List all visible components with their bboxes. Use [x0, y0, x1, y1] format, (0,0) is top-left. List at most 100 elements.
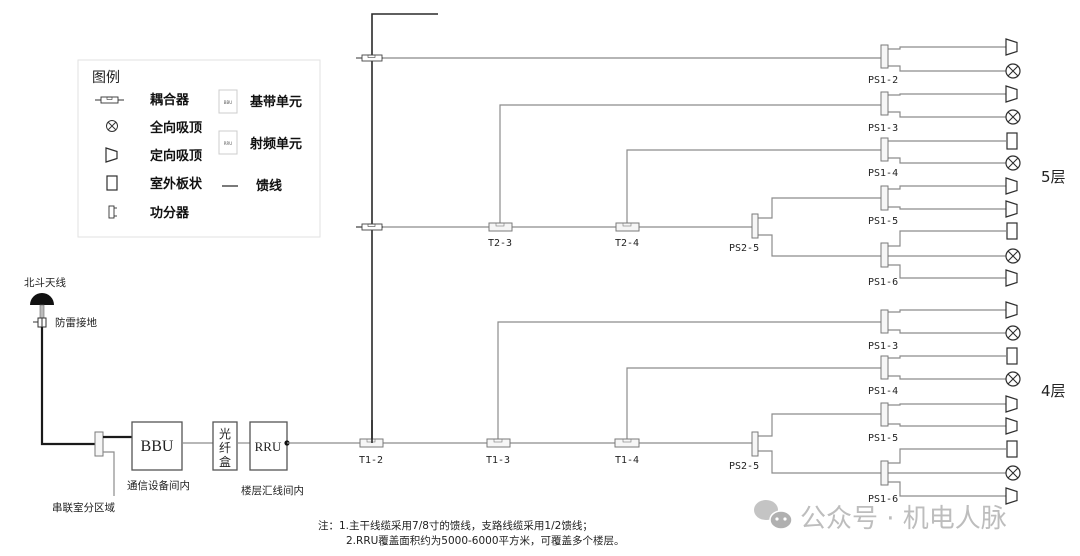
coupler-T2-3: [488, 222, 513, 232]
legend-label-panel: 室外板状: [150, 176, 203, 192]
bbu-location-label: 通信设备间内: [127, 479, 190, 492]
lightning-protection-icon: [33, 317, 47, 328]
splitter-4f-PS1-6: [880, 460, 889, 486]
coupler-label-T1-4: T1-4: [615, 455, 639, 466]
directional-antenna-icon: [1005, 301, 1018, 319]
legend-label-feeder: 馈线: [256, 178, 282, 194]
grounding-label: 防雷接地: [55, 316, 97, 329]
splitter-5f-PS1-5: [880, 185, 889, 211]
outdoor-panel-antenna-icon: [1006, 347, 1018, 365]
splitter-5f-PS1-2: [880, 44, 889, 69]
floor-label-4: 4层: [1041, 382, 1066, 400]
fiber-box-char-3: 盒: [219, 454, 231, 469]
splitter-label-4f-PS1-3: PS1-3: [868, 341, 898, 352]
beidou-antenna-label: 北斗天线: [24, 276, 66, 289]
legend-label-directional: 定向吸顶: [149, 148, 202, 164]
splitter-label-5f-PS2-5: PS2-5: [729, 243, 759, 254]
legend-label-omni: 全向吸顶: [149, 120, 202, 136]
svg-text:RRU: RRU: [224, 141, 233, 146]
legend: 图例 耦合器 全向吸顶 定向吸顶 室外板状 功分器: [77, 59, 321, 238]
directional-antenna-icon: [1005, 487, 1018, 505]
coupler-T1-4: [614, 438, 640, 448]
power-splitter-icon: [108, 205, 117, 219]
omni-antenna-icon: [1005, 325, 1021, 341]
legend-label-bbu: 基带单元: [249, 94, 302, 110]
directional-antenna-icon: [1005, 85, 1018, 103]
outdoor-panel-antenna-icon: [106, 175, 118, 191]
floor-4-splitters: [888, 309, 1006, 497]
floor-5-splitters: [888, 46, 1006, 279]
outdoor-panel-antenna-icon: [1006, 132, 1018, 150]
beidou-antenna-icon: [30, 293, 54, 305]
directional-antenna-icon: [1005, 269, 1018, 287]
omni-antenna-icon: [1005, 465, 1021, 481]
note-line-1: 注：1.主干线缆采用7/8寸的馈线，支路线缆采用1/2馈线；: [318, 519, 593, 532]
legend-box: [77, 59, 321, 238]
outdoor-panel-antenna-icon: [1006, 222, 1018, 240]
trunk-coupler-5f-top: [356, 54, 881, 62]
beidou-antenna-section: 北斗天线 防雷接地: [24, 276, 97, 446]
splitter-label-4f-PS2-5: PS2-5: [729, 461, 759, 472]
serial-area-label: 串联室分区域: [52, 501, 115, 514]
directional-antenna-icon: [1005, 200, 1018, 218]
legend-label-splitter: 功分器: [150, 205, 190, 221]
splitter-5f-PS1-3: [880, 91, 889, 116]
omni-ceiling-antenna-icon: [106, 120, 118, 132]
splitter-label-5f-PS1-5: PS1-5: [868, 216, 898, 227]
omni-antenna-icon: [1005, 248, 1021, 264]
serial-splitter: [94, 431, 132, 496]
svg-text:BBU: BBU: [224, 100, 232, 105]
fiber-box-char-1: 光: [219, 427, 231, 441]
directional-antenna-icon: [1005, 395, 1018, 413]
vertical-trunk: [371, 13, 438, 443]
watermark-text: 公众号 · 机电人脉: [800, 504, 1007, 534]
rru-label: RRU: [255, 439, 282, 454]
coupler-T1-3: [486, 438, 511, 448]
coupler-label-T1-2: T1-2: [359, 455, 383, 466]
bbu-label: BBU: [141, 438, 174, 455]
splitter-label-4f-PS1-6: PS1-6: [868, 494, 898, 505]
rru-icon: RRU: [218, 130, 238, 155]
splitter-label-4f-PS1-5: PS1-5: [868, 433, 898, 444]
splitter-label-5f-PS1-3: PS1-3: [868, 123, 898, 134]
floor-5-main-line: [356, 104, 881, 232]
legend-label-coupler: 耦合器: [150, 92, 190, 108]
coupler-icon: [95, 96, 124, 104]
coupler-label-T2-3: T2-3: [488, 238, 512, 249]
omni-antenna-icon: [1005, 109, 1021, 125]
omni-antenna-icon: [1005, 371, 1021, 387]
splitter-5f-PS2-5: [751, 197, 881, 257]
outdoor-panel-antenna-icon: [1006, 440, 1018, 458]
splitter-label-5f-PS1-2: PS1-2: [868, 75, 898, 86]
rru-location-label: 楼层汇线间内: [241, 484, 304, 497]
directional-antenna-icon: [1005, 38, 1018, 56]
splitter-label-5f-PS1-4: PS1-4: [868, 168, 898, 179]
splitter-4f-PS1-4: [880, 355, 889, 380]
wechat-icon: [754, 500, 793, 530]
splitter-4f-PS2-5: [751, 413, 881, 474]
splitter-label-5f-PS1-6: PS1-6: [868, 277, 898, 288]
fiber-box: [212, 421, 238, 471]
note-line-2: 2.RRU覆盖面积约为5000-6000平方米，可覆盖多个楼层。: [346, 534, 625, 547]
coupler-label-T2-4: T2-4: [615, 238, 639, 249]
legend-label-rru: 射频单元: [249, 136, 302, 152]
legend-title: 图例: [92, 70, 120, 86]
directional-antenna-icon: [1005, 177, 1018, 195]
beidou-feeder-line: [40, 327, 96, 446]
bbu-icon: BBU: [218, 89, 238, 114]
splitter-5f-PS1-4: [880, 137, 889, 162]
antenna-stem: [39, 304, 45, 319]
coupler-T2-4: [615, 222, 640, 232]
rru-unit: [249, 421, 288, 471]
splitter-label-4f-PS1-4: PS1-4: [868, 386, 898, 397]
directional-ceiling-antenna-icon: [105, 147, 118, 163]
splitter-4f-PS1-3: [880, 309, 889, 334]
splitter-5f-PS1-6: [880, 242, 889, 268]
bbu-unit: [131, 421, 183, 471]
fiber-box-char-2: 纤: [219, 441, 231, 455]
floor-label-5: 5层: [1041, 168, 1066, 186]
directional-antenna-icon: [1005, 417, 1018, 435]
floor-4-main-line: [287, 321, 881, 448]
splitter-4f-PS1-5: [880, 402, 889, 427]
